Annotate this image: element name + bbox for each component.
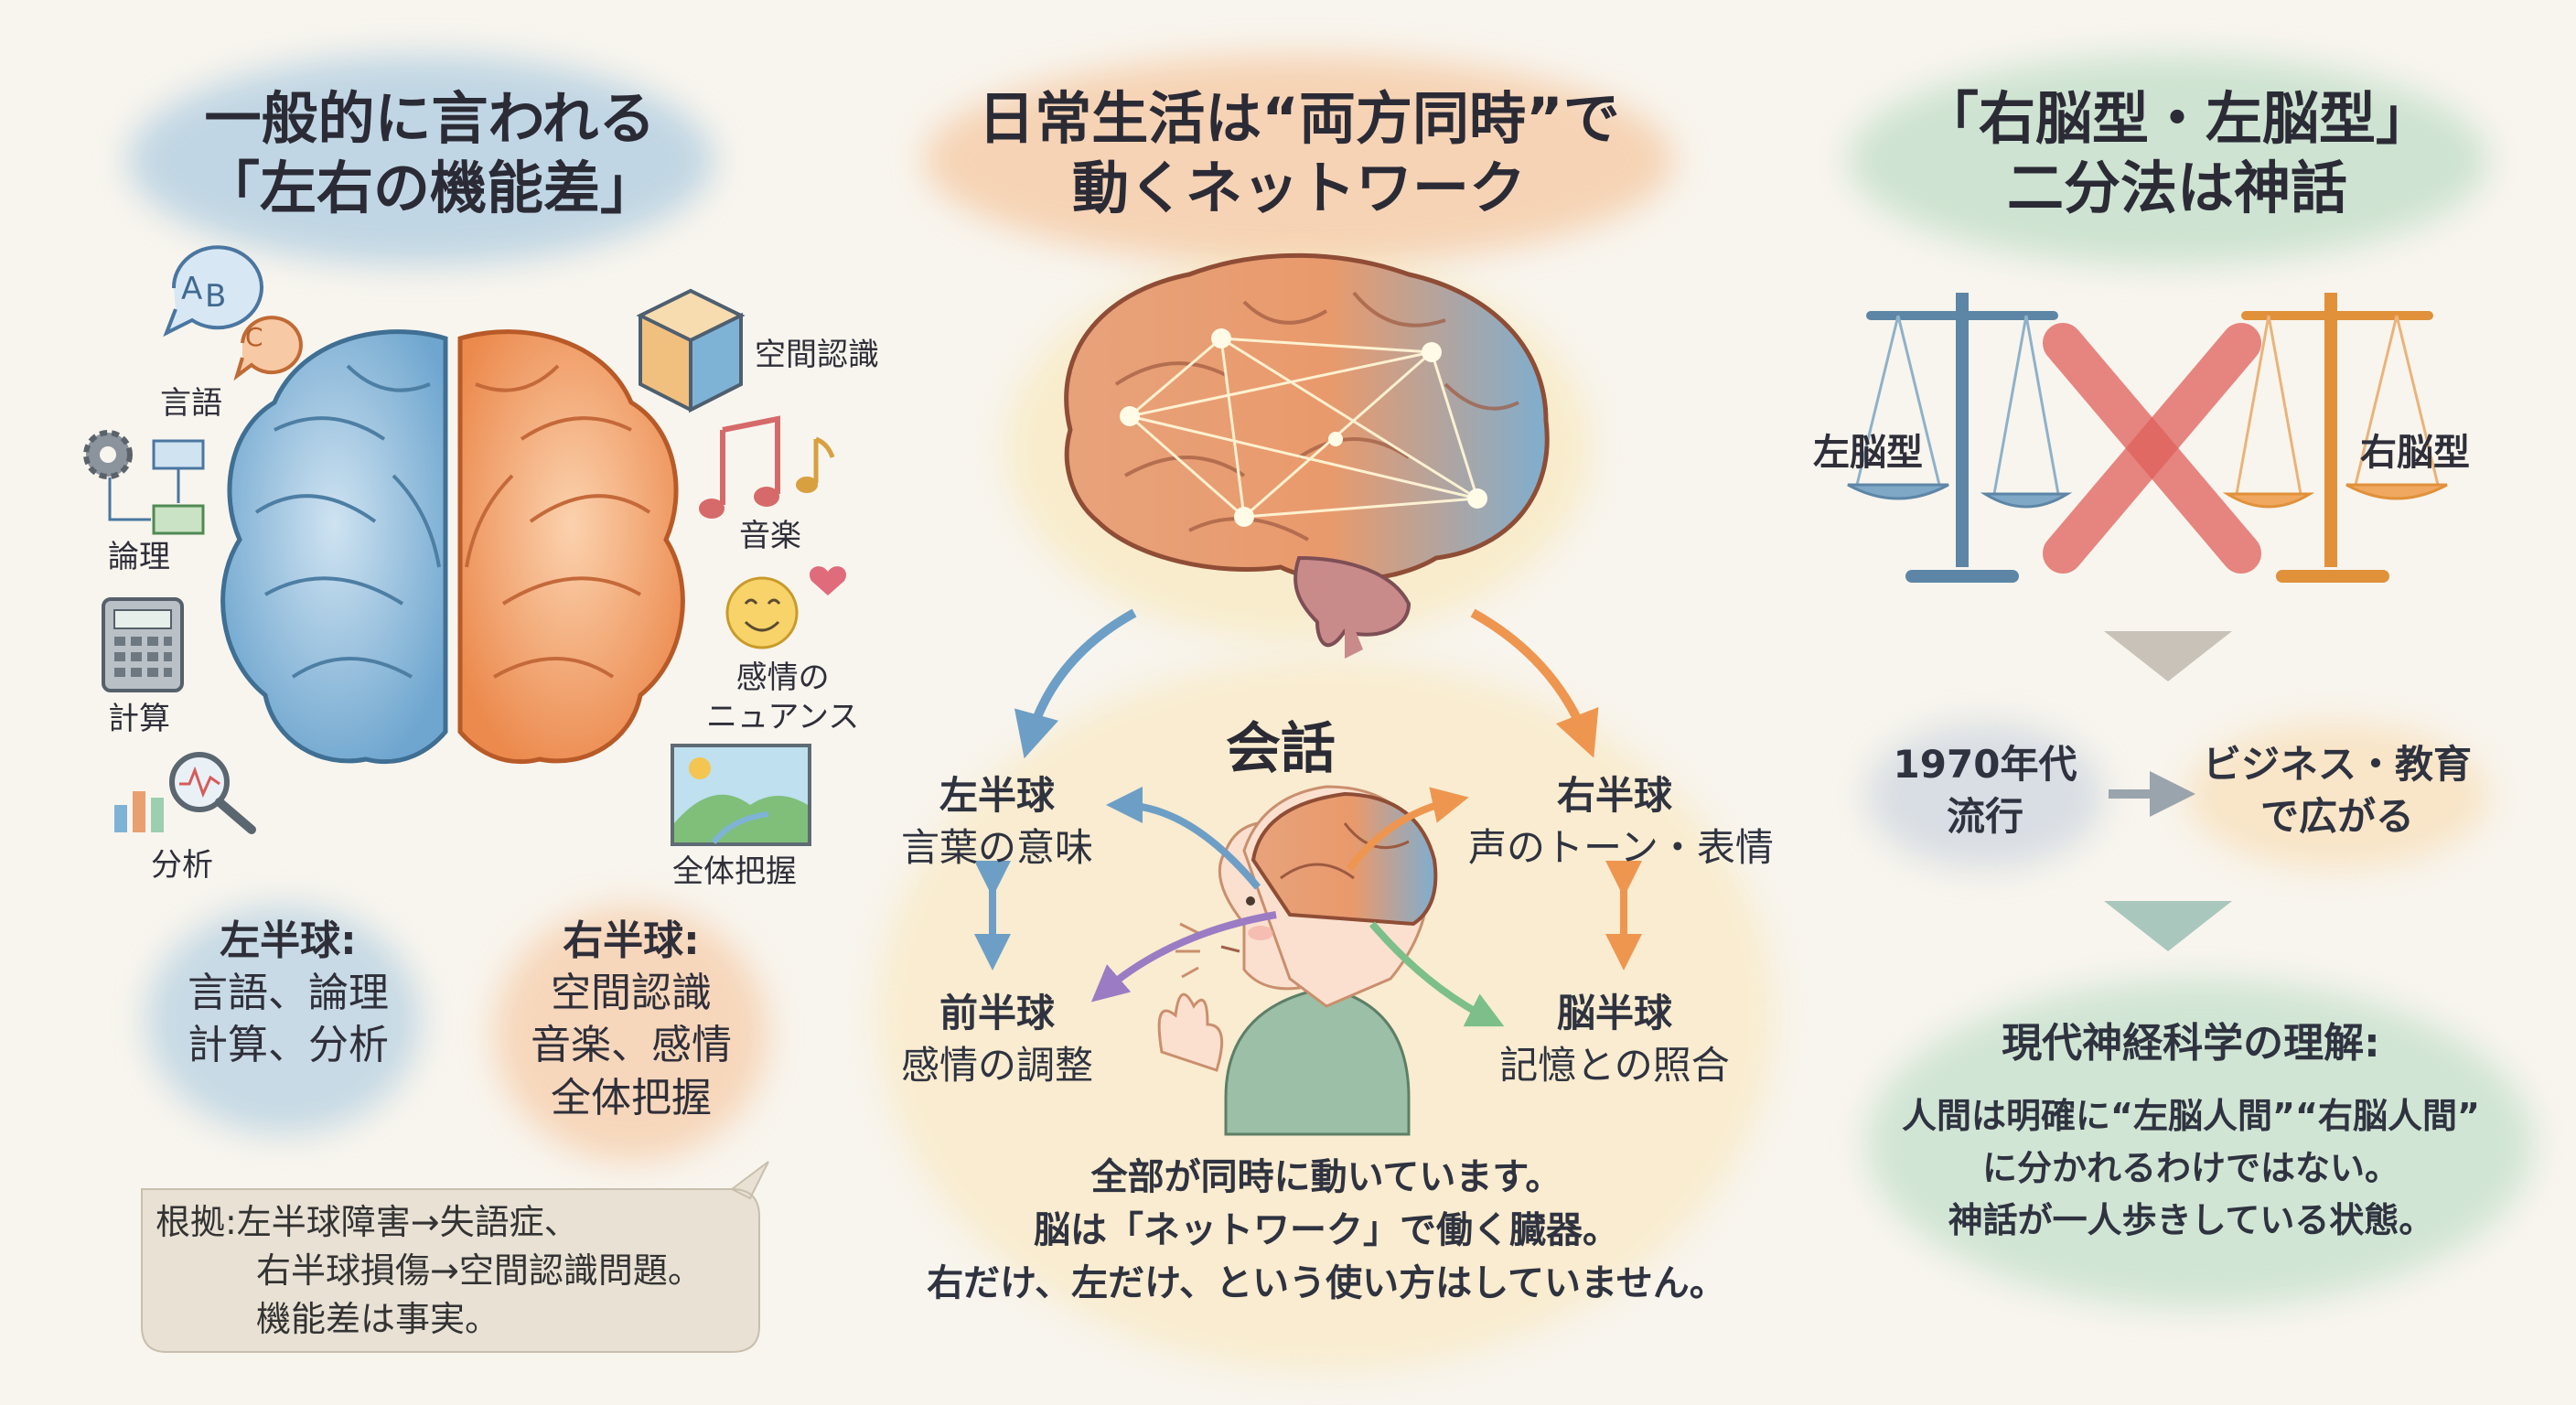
smiley-heart-icon — [725, 566, 847, 649]
node-left-line1: 左半球 — [939, 773, 1055, 818]
right-box-line1: 空間認識 — [551, 970, 712, 1017]
conclusion-box: 現代神経科学の理解: 人間は明確に“左脳人間”“右脳人間” に分かれるわけではな… — [1830, 1014, 2552, 1247]
flow-right-line2: で広がる — [2259, 793, 2414, 839]
node-front-hemisphere: 前半球 感情の調整 — [892, 988, 1102, 1091]
center-title-line2: 動くネットワーク — [1071, 154, 1526, 221]
speaker-person — [1157, 785, 1438, 1136]
arrow-speaker-to-brain-hemi — [1368, 921, 1505, 1027]
scale-left-label: 左脳型 — [1813, 432, 1923, 474]
flow-left-line1: 1970年代 — [1893, 742, 2077, 787]
summary-line2: 脳は「ネットワーク」で働く臓器。 — [1034, 1209, 1619, 1251]
center-summary: 全部が同時に動いています。 脳は「ネットワーク」で働く臓器。 右だけ、左だけ、と… — [869, 1151, 1784, 1310]
conclusion-line2: に分かれるわけではない。 — [1981, 1148, 2399, 1188]
left-title-wash — [128, 55, 714, 265]
conclusion-wash — [1866, 979, 2534, 1308]
right-title-wash — [1848, 55, 2488, 265]
scale-blue-icon — [1847, 293, 2073, 583]
down-chevron-2 — [2104, 901, 2232, 951]
node-left-hemisphere: 左半球 言葉の意味 — [892, 770, 1102, 874]
flow-box-left: 1970年代 流行 — [1880, 739, 2090, 842]
arrow-to-left-hemi — [1014, 608, 1137, 759]
node-brain-hemisphere: 脳半球 記憶との照合 — [1491, 988, 1738, 1091]
label-language: 言語 — [160, 385, 222, 422]
right-box-line2: 音楽、感情 — [531, 1022, 732, 1069]
node-brain-line1: 脳半球 — [1556, 991, 1672, 1035]
scale-right-label: 右脳型 — [2360, 432, 2470, 474]
label-analysis: 分析 — [151, 847, 213, 884]
evidence-text: 根拠:左半球障害→失語症、 右半球損傷→空間認識問題。 機能差は事実。 — [156, 1198, 703, 1345]
flow-right-wash — [2186, 723, 2488, 869]
label-emotion: 感情の ニュアンス — [706, 659, 859, 736]
label-holistic: 全体把握 — [672, 853, 797, 890]
flow-right-line1: ビジネス・教育 — [2202, 742, 2472, 787]
node-front-line1: 前半球 — [939, 991, 1055, 1035]
left-box-line1: 言語、論理 — [188, 970, 389, 1017]
arrow-speaker-to-front-hemi — [1090, 911, 1277, 1003]
left-hemisphere-box: 左半球: 言語、論理 計算、分析 — [169, 915, 407, 1072]
network-brain — [1064, 252, 1550, 659]
abc-letters: A B C — [181, 271, 291, 362]
center-title-wash — [924, 55, 1674, 265]
right-box-wash — [494, 906, 768, 1162]
right-title-line2: 二分法は神話 — [2006, 154, 2347, 221]
right-title: 「右脳型・左脳型」 二分法は神話 — [1884, 84, 2470, 222]
left-title: 一般的に言われる 「左右の機能差」 — [174, 84, 686, 222]
node-brain-line2: 記憶との照合 — [1499, 1042, 1730, 1088]
flow-left-line2: 流行 — [1946, 793, 2023, 839]
magnifier-chart-icon — [114, 752, 256, 834]
evidence-box — [141, 1161, 769, 1353]
right-hemisphere-box: 右半球: 空間認識 音楽、感情 全体把握 — [512, 915, 750, 1124]
node-right-line1: 右半球 — [1556, 773, 1672, 818]
label-emotion-line1: 感情の — [735, 660, 830, 696]
flow-box-right: ビジネス・教育 で広がる — [2195, 739, 2479, 842]
node-front-line2: 感情の調整 — [900, 1042, 1093, 1088]
label-spatial: 空間認識 — [755, 337, 879, 373]
left-hemisphere-blue — [220, 329, 448, 765]
left-title-line2: 「左右の機能差」 — [202, 154, 657, 221]
node-left-line2: 言葉の意味 — [900, 824, 1093, 870]
left-box-line2: 計算、分析 — [188, 1022, 389, 1069]
left-title-line1: 一般的に言われる — [204, 85, 656, 152]
gear-flowchart-icon — [83, 430, 205, 535]
label-logic: 論理 — [108, 539, 170, 575]
conversation-title: 会話 — [1226, 717, 1336, 781]
summary-line3: 右だけ、左だけ、という使い方はしていません。 — [927, 1262, 1726, 1304]
conclusion-line1: 人間は明確に“左脳人間”“右脳人間” — [1902, 1096, 2480, 1136]
evidence-line1: 根拠:左半球障害→失語症、 — [156, 1202, 579, 1242]
node-right-hemisphere: 右半球 声のトーン・表情 — [1468, 770, 1774, 874]
scale-orange-icon — [2222, 293, 2448, 583]
landscape-picture-icon — [671, 744, 811, 846]
evidence-line2: 右半球損傷→空間認識問題。 — [256, 1250, 703, 1292]
calculator-icon — [102, 597, 184, 692]
right-title-line1: 「右脳型・左脳型」 — [1921, 85, 2432, 152]
evidence-line3: 機能差は事実。 — [256, 1299, 500, 1340]
center-title-line1: 日常生活は“両方同時”で — [978, 85, 1620, 152]
arrow-speaker-to-right-hemi — [1346, 787, 1469, 872]
arrow-to-right-hemi — [1470, 608, 1599, 758]
right-hemisphere-orange — [457, 329, 685, 765]
node-right-line2: 声のトーン・表情 — [1468, 824, 1774, 870]
left-box-heading: 左半球: — [220, 917, 357, 964]
conclusion-heading: 現代神経科学の理解: — [2002, 1020, 2380, 1067]
label-music: 音楽 — [739, 518, 801, 554]
cube-icon — [636, 288, 746, 413]
flow-left-wash — [1866, 723, 2104, 869]
label-calculation: 計算 — [108, 701, 170, 737]
down-chevron-1 — [2104, 631, 2232, 681]
label-emotion-line2: ニュアンス — [706, 698, 860, 735]
abc-letter-a: A — [181, 271, 203, 307]
abc-letter-b: B — [205, 278, 227, 315]
conclusion-line3: 神話が一人歩きしている状態。 — [1948, 1200, 2434, 1240]
cross-mark-icon — [2043, 323, 2261, 574]
arrow-speaker-to-left-hemi — [1106, 787, 1261, 890]
abc-letter-c: C — [245, 322, 263, 352]
summary-line1: 全部が同時に動いています。 — [1090, 1156, 1562, 1198]
music-notes-icon — [699, 415, 835, 519]
speech-bubble-abc-icon — [163, 245, 303, 381]
left-box-wash — [146, 906, 421, 1134]
right-box-line3: 全体把握 — [551, 1074, 712, 1121]
right-box-heading: 右半球: — [563, 917, 700, 964]
center-title: 日常生活は“両方同時”で 動くネットワーク — [942, 84, 1656, 222]
